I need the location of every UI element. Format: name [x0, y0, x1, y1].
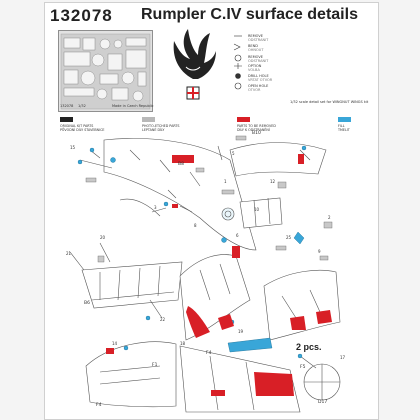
callout-f4a: F4: [206, 351, 212, 356]
fill-area: [227, 337, 273, 353]
remove-area: [316, 310, 332, 324]
fill-area: [293, 231, 305, 245]
pe-part: [275, 245, 287, 251]
fret-origin: Made in Czech Republic: [112, 104, 154, 108]
pe-part: [319, 255, 329, 261]
lower-fuselage: [85, 341, 177, 408]
legend-sub-1: ODSTRANIT: [248, 38, 269, 42]
fill-area: [301, 145, 307, 151]
callout-d17: D17: [318, 400, 328, 405]
callout-2: 2: [328, 215, 331, 220]
callout-14: 14: [112, 341, 118, 346]
remove-area: [232, 246, 240, 258]
fuselage-outline: [103, 138, 257, 251]
quantity-note: 2 pcs.: [296, 342, 322, 352]
callout-6: 6: [236, 233, 239, 238]
pe-part: [97, 255, 105, 263]
callout-17: 17: [340, 355, 346, 360]
fill-area: [145, 315, 151, 321]
fill-area: [297, 353, 303, 359]
legend-sub-3: ODSTRANIT: [248, 59, 269, 63]
pe-part: [221, 189, 235, 195]
callout-18: 18: [180, 341, 186, 346]
legend-label-4: OPTION: [248, 64, 262, 68]
symbol-legend: REMOVE ODSTRANIT BEND OHNOUT REMOVE ODST…: [230, 32, 370, 112]
remove-area: [254, 372, 294, 396]
callout-1: 1: [224, 179, 227, 184]
fill-area: [89, 147, 95, 153]
callout-f1: F1: [152, 363, 158, 368]
callout-b8: B8: [178, 162, 184, 167]
fill-area: [221, 237, 227, 243]
remove-area: [172, 204, 178, 208]
eagle-logo-icon: [173, 29, 216, 100]
pe-part: [85, 177, 97, 183]
pe-part: [277, 181, 287, 189]
callout-15: 15: [70, 145, 76, 150]
fret-code: 132078: [60, 104, 74, 108]
remove-area: [290, 316, 306, 330]
key-swatch: [60, 117, 73, 122]
fret-scale: 1/32: [78, 104, 86, 108]
cockpit-panel: [239, 197, 283, 229]
callout-25: 25: [286, 235, 292, 240]
legend-label-3: REMOVE: [248, 55, 263, 59]
remove-area: [218, 314, 234, 330]
pe-part: [195, 167, 205, 173]
remove-area: [186, 306, 210, 338]
remove-area: [172, 155, 194, 163]
callout-b10: B10: [252, 131, 261, 136]
cockpit-ring: [221, 207, 235, 221]
callout-8: 8: [194, 223, 197, 228]
fill-area: [77, 159, 83, 165]
callout-9: 9: [318, 249, 321, 254]
product-code: 132078: [50, 6, 113, 25]
callout-3: 3: [154, 205, 157, 210]
callout-20: 20: [100, 235, 106, 240]
fill-area: [163, 201, 169, 207]
legend-sub-6: OTVOR: [248, 88, 261, 92]
callout-19: 19: [238, 329, 244, 334]
tail-outline: [229, 142, 327, 177]
legend-label-2: BEND: [248, 44, 258, 48]
callout-5: 5: [232, 151, 235, 156]
callout-12: 12: [270, 179, 276, 184]
legend-label-6: OPEN HOLE: [248, 84, 269, 88]
photo-etched-fret: [58, 30, 153, 112]
key-swatch: [237, 117, 250, 122]
legend-label-5: DRILL HOLE: [248, 74, 269, 78]
callout-f5: F5: [300, 365, 306, 370]
legend-note: 1/32 scale detail set for WINGNUT WINGS …: [290, 100, 369, 104]
legend-sub-2: OHNOUT: [248, 48, 264, 52]
callout-22: 22: [160, 317, 166, 322]
pe-part: [235, 135, 247, 141]
fill-area: [110, 157, 116, 163]
callout-21: 21: [66, 251, 72, 256]
callout-10: 10: [254, 207, 260, 212]
page-title: Rumpler C.IV surface details: [141, 6, 358, 23]
remove-area: [106, 348, 114, 354]
callout-b6: B6: [84, 301, 90, 306]
pe-part: [323, 221, 333, 229]
fill-area: [123, 345, 129, 351]
key-swatch: [142, 117, 155, 122]
floor-plate: [81, 261, 183, 309]
legend-sub-5: VRTAT OTVOR: [248, 78, 273, 82]
remove-area: [298, 154, 304, 164]
key-swatch: [338, 117, 351, 122]
callout-f4b: F4: [96, 403, 102, 408]
legend-label-1: REMOVE: [248, 34, 263, 38]
wing-section-left: [179, 254, 251, 341]
legend-sub-4: VOLBA: [248, 68, 260, 72]
remove-area: [211, 390, 225, 396]
